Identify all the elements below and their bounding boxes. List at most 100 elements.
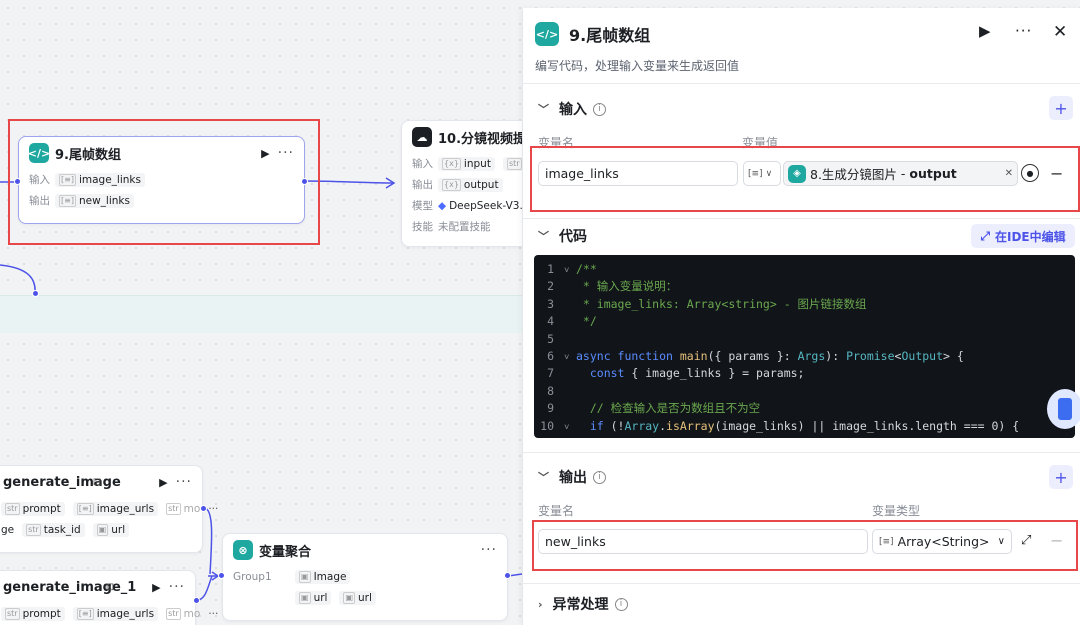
more-icon[interactable]: ··· xyxy=(168,579,185,595)
chevron-down-icon: ﹀ xyxy=(538,230,549,243)
info-icon[interactable]: i xyxy=(593,102,606,116)
input-var-name-field[interactable]: image_links xyxy=(538,161,738,186)
node-model-row: 模型 ◆DeepSeek-V3.2 xyxy=(402,195,540,216)
run-icon[interactable]: ▶ xyxy=(152,580,161,594)
output-port[interactable] xyxy=(504,572,511,579)
run-icon[interactable]: ▶ xyxy=(261,146,270,160)
run-icon[interactable]: ▶ xyxy=(159,475,168,489)
code-line: 5 xyxy=(534,331,1075,348)
image-icon: ▣ xyxy=(299,591,311,604)
more-icon[interactable]: ··· xyxy=(480,542,497,558)
code-editor[interactable]: 1˅/**2 * 输入变量说明：3 * image_links: Array<s… xyxy=(534,255,1075,438)
input-tag: [≡]image_urls xyxy=(72,606,159,621)
port[interactable] xyxy=(32,290,39,297)
code-token: isArray xyxy=(666,418,715,433)
info-icon[interactable]: i xyxy=(614,597,628,611)
output-label: 输出 xyxy=(29,195,50,207)
skill-value: 未配置技能 xyxy=(438,221,491,233)
node-tail-frame-array[interactable]: </> 9.尾帧数组 ▶ ··· 输入 [≡]image_links 输出 [≡… xyxy=(18,136,305,224)
aggregate-icon: ⊗ xyxy=(233,540,253,560)
remove-input-button[interactable]: − xyxy=(1050,164,1064,183)
highlight-box-node xyxy=(8,119,320,245)
node-input-row: 输入 [≡]image_links xyxy=(19,169,304,190)
output-port[interactable] xyxy=(301,178,308,185)
battery-icon xyxy=(1058,398,1072,420)
remove-output-button[interactable]: − xyxy=(1050,531,1064,550)
value-type-select[interactable]: [≡] ∨ xyxy=(743,161,781,186)
close-icon[interactable]: ✕ xyxy=(1053,22,1068,42)
code-line: 7 const { image_links } = params; xyxy=(534,365,1075,382)
code-section-title: 代码 xyxy=(559,229,587,245)
code-section-header[interactable]: ﹀ 代码 xyxy=(538,225,587,247)
run-icon[interactable]: ▶ xyxy=(979,22,991,40)
divider xyxy=(522,583,1080,584)
info-icon[interactable]: i xyxy=(593,470,606,484)
line-number: 8 xyxy=(547,383,554,398)
more-icon[interactable]: ··· xyxy=(208,607,219,620)
output-port[interactable] xyxy=(200,505,207,512)
code-token: Promise xyxy=(846,349,895,363)
array-icon: [≡] xyxy=(59,173,76,186)
input-port[interactable] xyxy=(14,178,21,185)
output-var-name: new_links xyxy=(545,534,606,549)
node-variable-aggregate[interactable]: ⊗ 变量聚合 ··· Group1 ▣Image ▣url ▣url xyxy=(222,533,508,621)
more-icon[interactable]: ··· xyxy=(175,474,192,490)
group-row: ▣url ▣url xyxy=(223,587,507,608)
input-section-header[interactable]: ﹀ 输入 i xyxy=(538,98,606,120)
line-number: 2 xyxy=(547,279,554,294)
output-type-select[interactable]: [≡] Array<String> ∨ xyxy=(872,529,1012,554)
output-section-header[interactable]: ﹀ 输出 i xyxy=(538,466,606,488)
input-port[interactable] xyxy=(218,572,225,579)
more-icon[interactable]: ··· xyxy=(277,145,294,161)
fold-icon[interactable]: ˅ xyxy=(564,266,570,276)
value-reference-field[interactable]: ◈ 8.生成分镜图片 - output ✕ xyxy=(783,161,1018,186)
col-header-type: 变量类型 xyxy=(872,504,921,518)
model-value: DeepSeek-V3.2 xyxy=(449,199,530,212)
edit-in-ide-button[interactable]: ⤢ 在IDE中编辑 xyxy=(971,224,1075,248)
error-section-header[interactable]: › 异常处理 i xyxy=(538,593,628,615)
output-port[interactable] xyxy=(193,597,200,604)
more-icon[interactable]: ··· xyxy=(1015,22,1033,40)
divider xyxy=(522,218,1080,219)
code-line: 4 */ xyxy=(534,313,1075,330)
node-storyboard-video[interactable]: ☁ 10.分镜视频提 输入 {x}input strjube 输出 {x}out… xyxy=(401,120,552,247)
line-number: 6 xyxy=(547,349,554,363)
group-label: Group1 xyxy=(233,570,272,583)
line-number: 4 xyxy=(547,314,554,329)
add-input-button[interactable]: + xyxy=(1049,96,1073,120)
tag-text: prompt xyxy=(22,607,61,620)
input-var: image_links xyxy=(78,173,141,186)
tag-text: url xyxy=(313,591,328,604)
add-output-button[interactable]: + xyxy=(1049,465,1073,489)
target-icon[interactable]: ● xyxy=(1021,164,1039,182)
tag-text: url xyxy=(111,523,126,536)
col-header-name: 变量名 xyxy=(538,504,575,518)
clear-icon[interactable]: ✕ xyxy=(1004,168,1013,179)
image-icon: ▣ xyxy=(343,591,356,604)
more-icon[interactable]: ··· xyxy=(208,502,219,515)
code-token: */ xyxy=(576,314,597,329)
floating-assistant-button[interactable] xyxy=(1047,389,1080,429)
fold-icon[interactable]: ˅ xyxy=(564,422,570,433)
plugin-icon: ⊡ xyxy=(92,476,102,488)
code-icon: </> xyxy=(28,143,50,163)
output-label: 输出 xyxy=(412,179,433,191)
code-line: 9 // 检查输入是否为数组且不为空 xyxy=(534,400,1075,417)
array-icon: [≡] xyxy=(879,536,894,547)
line-number: 7 xyxy=(547,366,554,381)
fold-icon[interactable]: ˅ xyxy=(564,353,570,363)
output-var-name-field[interactable]: new_links xyxy=(538,529,868,554)
line-number: 9 xyxy=(547,401,554,416)
code-token: * 输入变量说明： xyxy=(576,279,678,294)
output-var: new_links xyxy=(78,194,130,207)
tag-text: prompt xyxy=(22,502,61,515)
expand-icon[interactable]: ⤢ xyxy=(1021,533,1032,548)
code-token: . xyxy=(659,418,667,433)
code-token: Output xyxy=(901,349,944,363)
